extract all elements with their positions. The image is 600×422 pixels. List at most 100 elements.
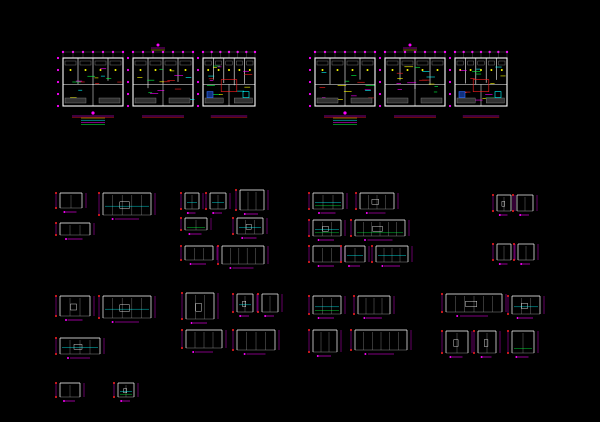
elevation-detail [473, 330, 501, 358]
counter [386, 97, 409, 104]
label-marker [190, 322, 193, 324]
label-marker [229, 267, 232, 269]
counter [98, 97, 121, 104]
fixture [316, 60, 329, 66]
dimension-marker [180, 245, 182, 247]
fixture [119, 201, 130, 209]
dimension-marker [308, 329, 310, 331]
dimension-marker [308, 235, 310, 237]
elevation-detail [55, 222, 95, 240]
plan-group-left-plan-a [56, 50, 125, 118]
dimension-marker [308, 313, 310, 315]
dimension-marker [55, 295, 57, 297]
label-marker [348, 265, 350, 267]
fixture-tag [366, 69, 369, 71]
dimension-marker [126, 104, 130, 108]
plan-group-right-plan-b [378, 50, 447, 118]
dimension-marker [232, 311, 234, 313]
dimension-marker [196, 104, 200, 108]
dimension-marker [448, 68, 452, 72]
label-marker [239, 315, 242, 317]
elevation-detail [507, 330, 539, 358]
fixture-tag [406, 69, 409, 71]
dimension-marker [340, 245, 342, 247]
dimension-marker [113, 382, 115, 384]
dimension-marker [126, 80, 130, 84]
dimension-marker [98, 214, 100, 216]
fixture-tag [480, 69, 482, 71]
dimension-marker [378, 92, 382, 96]
label-marker [317, 317, 320, 319]
dimension-marker [308, 56, 312, 60]
elevation-detail [235, 189, 269, 215]
dimension-marker [507, 352, 509, 354]
fixture-tag [184, 69, 187, 71]
counter [134, 97, 157, 104]
dimension-marker [232, 217, 234, 219]
dimension-marker [441, 352, 443, 354]
dimension-marker [308, 192, 310, 194]
fixture-tag [248, 69, 251, 71]
elevation-detail [441, 330, 473, 358]
dimension-marker [98, 295, 100, 297]
dimension-marker [308, 295, 310, 297]
fixture-tag [69, 69, 72, 71]
counter [204, 97, 224, 104]
fixture [477, 60, 485, 66]
dimension-marker [353, 295, 355, 297]
dimension-marker [350, 349, 352, 351]
fixture [322, 226, 329, 232]
dimension-marker [55, 222, 57, 224]
fixture-tag [84, 69, 87, 71]
dimension-marker [55, 315, 57, 317]
plan-group-right-plan-a [308, 50, 377, 118]
fixture [371, 199, 379, 205]
fixture [346, 60, 359, 66]
counter [168, 97, 191, 104]
fixture-tag [490, 69, 493, 71]
label-marker [111, 321, 114, 323]
dimension-marker [55, 192, 57, 194]
fixture [467, 60, 474, 66]
dimension-marker [308, 68, 312, 72]
dimension-marker [492, 210, 494, 212]
shaft [494, 91, 502, 98]
fixture-tag [139, 69, 142, 71]
label-marker [243, 353, 246, 355]
dimension-marker [353, 313, 355, 315]
fixture [245, 224, 252, 230]
label-marker [188, 233, 191, 235]
elevation-detail [308, 219, 346, 241]
dimension-marker [507, 313, 509, 315]
label-marker [364, 239, 366, 241]
dimension-marker [98, 192, 100, 194]
fixture [431, 60, 444, 66]
elevation-detail [308, 192, 348, 214]
dimension-marker [196, 80, 200, 84]
label-marker [365, 212, 368, 214]
counter [233, 97, 253, 104]
fixture [149, 60, 162, 66]
dimension-marker [235, 189, 237, 191]
plan-group-right-plan-c [448, 50, 509, 118]
plan-group-left-plan-c [196, 50, 257, 118]
dimension-marker [205, 192, 207, 194]
fixture [453, 339, 459, 347]
fixture-tag [500, 69, 503, 71]
fixture-tag [154, 69, 157, 71]
elevation-detail [492, 194, 516, 216]
dimension-marker [448, 56, 452, 60]
fixture [64, 60, 77, 66]
fixture [372, 226, 383, 232]
grid-marker [156, 43, 160, 47]
dimension-marker [180, 259, 182, 261]
fixture [235, 60, 243, 66]
dimension-marker [56, 104, 60, 108]
label-marker [241, 237, 244, 239]
dimension-marker [378, 56, 382, 60]
fixture [73, 344, 83, 350]
label-marker [456, 315, 459, 317]
fixture-tag [238, 69, 241, 71]
fixture [79, 60, 92, 66]
fixture [484, 339, 489, 347]
